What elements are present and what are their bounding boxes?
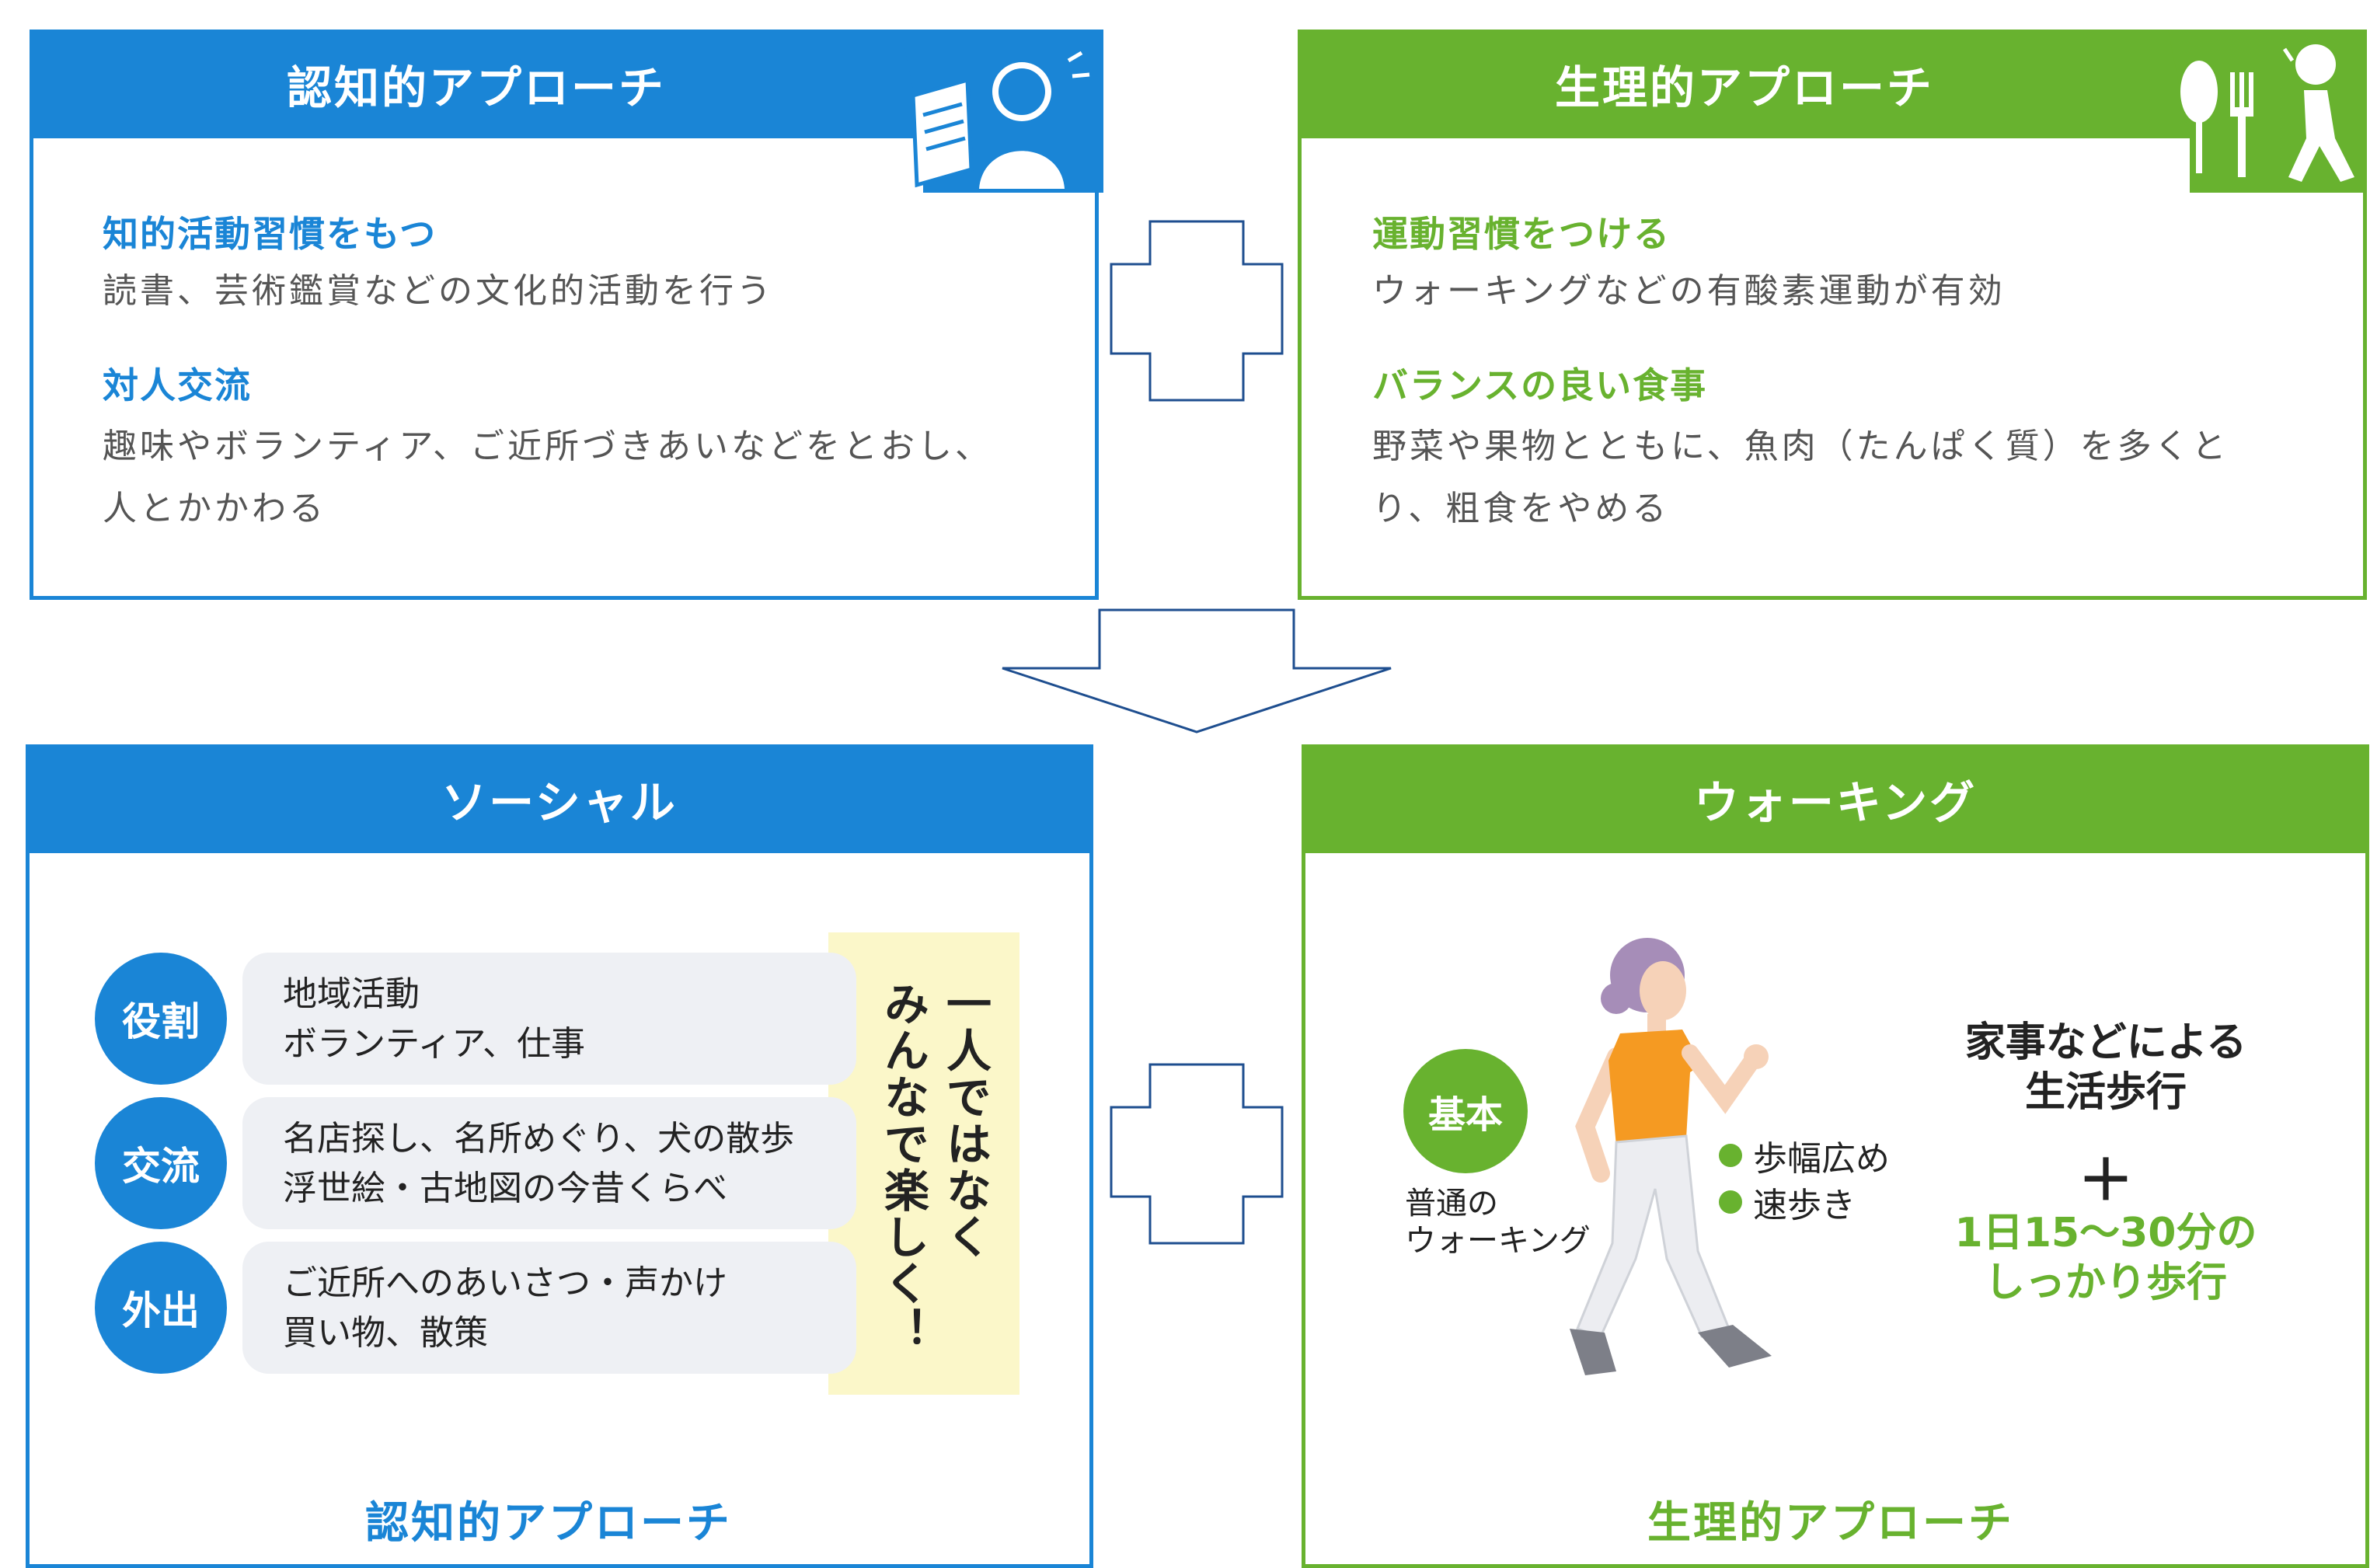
tip-speed: 速歩き xyxy=(1719,1177,1856,1227)
side-message-line-1: 一人ではなく xyxy=(939,981,992,1260)
food-walking-icon xyxy=(2168,30,2367,193)
physio-item-text-2b: り、粗食をやめる xyxy=(1372,489,1670,528)
role-badge-label: 役割 xyxy=(122,999,200,1044)
social-row-text: 買い物、散策 xyxy=(283,1313,488,1353)
social-row-pill: 地域活動 ボランティア、仕事 xyxy=(242,953,856,1085)
cognitive-item-text-2a: 趣味やボランティア、ご近所づきあいなどをとおし、 xyxy=(103,427,992,466)
daily-walking-line-1: 家事などによる xyxy=(1964,1019,2247,1066)
cognitive-item-heading-2: 対人交流 xyxy=(103,364,252,406)
cognitive-item-text-1: 読書、芸術鑑賞などの文化的活動を行う xyxy=(103,271,774,311)
social-row-text: ボランティア、仕事 xyxy=(283,1024,585,1064)
basic-badge-label: 基本 xyxy=(1427,1093,1503,1137)
social-row-text: ご近所へのあいさつ・声かけ xyxy=(283,1263,727,1303)
reading-person-icon xyxy=(901,30,1103,193)
target-walking-text: 1日15〜30分の しっかり歩行 xyxy=(1927,1208,2285,1308)
cognitive-item-heading-1: 知的活動習慣をもつ xyxy=(103,213,437,255)
physio-item-heading-1: 運動習慣をつける xyxy=(1372,213,1671,255)
physio-item-text-1: ウォーキングなどの有酸素運動が有効 xyxy=(1372,271,2006,311)
social-row-pill: 名店探し、名所めぐり、犬の散歩 浮世絵・古地図の今昔くらべ xyxy=(242,1097,856,1229)
outing-badge-label: 外出 xyxy=(122,1288,200,1333)
physio-approach-header: 生理的アプローチ xyxy=(1298,30,2191,138)
basic-badge: 基本 xyxy=(1403,1049,1528,1173)
social-row-text: 浮世絵・古地図の今昔くらべ xyxy=(283,1169,727,1208)
plus-icon-bottom xyxy=(1110,1063,1284,1245)
basic-walking-label: 普通の ウォーキング xyxy=(1405,1185,1591,1260)
tip-bullet-icon xyxy=(1719,1144,1742,1167)
walking-woman-illustration xyxy=(1570,938,1772,1375)
social-row-text: 地域活動 xyxy=(283,974,420,1014)
plus-sign: ＋ xyxy=(2077,1148,2134,1213)
side-message-box xyxy=(828,932,1019,1395)
target-walking-line-1: 1日15〜30分の xyxy=(1954,1210,2257,1256)
physio-item-text-2a: 野菜や果物とともに、魚肉（たんぱく質）を多くと xyxy=(1372,427,2229,466)
cognitive-approach-header: 認知的アプローチ xyxy=(30,30,923,138)
tip-bullet-icon xyxy=(1719,1190,1742,1214)
daily-walking-text: 家事などによる 生活歩行 xyxy=(1943,1018,2269,1117)
social-row-text: 名店探し、名所めぐり、犬の散歩 xyxy=(283,1119,795,1159)
physio-approach-title: 生理的アプローチ xyxy=(1554,61,1934,114)
basic-walking-line-2: ウォーキング xyxy=(1405,1223,1591,1259)
tip-stride-label: 歩幅広め xyxy=(1753,1139,1890,1179)
side-message-line-2: みんなで楽しく！ xyxy=(877,981,929,1354)
exchange-badge: 交流 xyxy=(95,1097,227,1229)
social-header: ソーシャル xyxy=(26,744,1093,853)
down-arrow-icon xyxy=(1002,608,1392,733)
target-walking-line-2: しっかり歩行 xyxy=(1984,1260,2227,1306)
walking-header: ウォーキング xyxy=(1302,744,2369,853)
exchange-badge-label: 交流 xyxy=(122,1144,200,1189)
tip-stride: 歩幅広め xyxy=(1719,1131,1890,1180)
plus-icon-top xyxy=(1110,220,1284,402)
role-badge: 役割 xyxy=(95,953,227,1085)
walking-title: ウォーキング xyxy=(1693,776,1978,829)
cognitive-item-text-2b: 人とかかわる xyxy=(103,489,326,528)
social-row-pill: ご近所へのあいさつ・声かけ 買い物、散策 xyxy=(242,1242,856,1374)
basic-walking-line-1: 普通の xyxy=(1405,1186,1498,1221)
tip-speed-label: 速歩き xyxy=(1753,1186,1856,1225)
social-title: ソーシャル xyxy=(441,776,678,829)
physio-item-heading-2: バランスの良い食事 xyxy=(1372,364,1708,406)
cognitive-approach-title: 認知的アプローチ xyxy=(286,61,666,114)
outing-badge: 外出 xyxy=(95,1242,227,1374)
side-message-text: 一人ではなく みんなで楽しく！ xyxy=(872,981,996,1385)
daily-walking-line-2: 生活歩行 xyxy=(2024,1069,2187,1116)
social-footer: 認知的アプローチ xyxy=(365,1498,732,1549)
walking-footer: 生理的アプローチ xyxy=(1647,1498,2014,1549)
